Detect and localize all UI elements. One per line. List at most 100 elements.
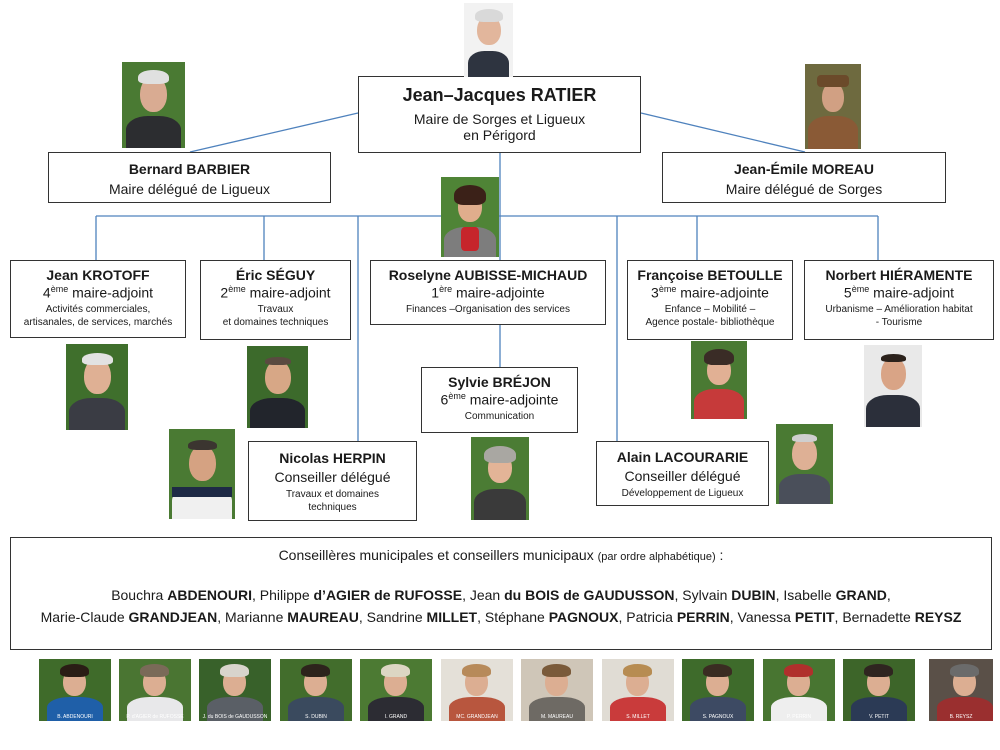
photo-brejon: [471, 437, 529, 520]
adj3-role: 3ème maire-adjointe: [651, 283, 769, 301]
adj1-name: Roselyne AUBISSE-MICHAUD: [388, 267, 588, 283]
council-thumb-caption: P. PERRIN: [786, 714, 812, 720]
photo-seguy: [247, 346, 308, 428]
council-thumb: M. MAUREAU: [521, 659, 593, 721]
adj4-desc: Activités commerciales,artisanales, de s…: [23, 304, 173, 329]
cons-lacourarie-role: Conseiller délégué: [624, 467, 741, 484]
council-thumb-caption: MC. GRANDJEAN: [456, 714, 498, 720]
council-box: Conseillères municipales et conseillers …: [10, 537, 992, 650]
council-thumb: V. PETIT: [843, 659, 915, 721]
adj6-role: 6ème maire-adjointe: [440, 390, 559, 408]
council-member-last: REYSZ: [914, 608, 962, 625]
adj1-desc: Finances –Organisation des services: [406, 304, 570, 316]
photo-aubisse-michaud: [441, 177, 499, 257]
council-member-first: Stéphane: [484, 608, 549, 625]
council-thumb: MC. GRANDJEAN: [441, 659, 513, 721]
mayor-role-line2: en Périgord: [463, 127, 536, 144]
adj6-desc: Communication: [464, 411, 535, 423]
cons-lacourarie-box: Alain LACOURARIE Conseiller délégué Déve…: [596, 441, 769, 506]
photo-moreau: [805, 64, 861, 149]
mayor-name: Jean–Jacques RATIER: [402, 85, 597, 105]
council-member-separator: ,: [477, 608, 485, 625]
council-thumb-caption: V. PETIT: [869, 714, 889, 720]
council-member-separator: ,: [358, 608, 367, 625]
cons-lacourarie-desc: Développement de Ligueux: [621, 487, 744, 499]
council-member-first: Marianne: [225, 608, 288, 625]
council-member-first: Isabelle: [783, 587, 836, 603]
council-thumb-caption: S. DUBIN: [305, 714, 327, 720]
council-members: Bouchra ABDENOURI, Philippe d’AGIER de R…: [11, 585, 991, 628]
photo-krotoff: [66, 344, 128, 430]
council-member-separator: ,: [834, 608, 843, 625]
council-member-separator: ,: [252, 587, 260, 603]
council-thumb: B. ABDENOURI: [39, 659, 111, 721]
photo-lacourarie: [776, 424, 833, 504]
council-member-separator: ,: [618, 608, 627, 625]
cons-herpin-name: Nicolas HERPIN: [279, 450, 386, 466]
photo-barbier: [122, 62, 185, 148]
council-thumb-caption: J. du BOIS de GAUDUSSON: [202, 714, 268, 720]
adj5-desc: Urbanisme – Amélioration habitat- Touris…: [825, 304, 973, 329]
council-member-first: Patricia: [626, 608, 677, 625]
council-member-last: GRANDJEAN: [128, 608, 218, 625]
council-member-first: Bernadette: [842, 608, 915, 625]
cons-herpin-role: Conseiller délégué: [274, 468, 391, 485]
council-title: Conseillères municipales et conseillers …: [278, 547, 724, 563]
council-note: (par ordre alphabétique): [597, 551, 716, 563]
council-thumb-caption: S. PAGNOUX: [702, 714, 734, 720]
council-thumb: I. GRAND: [360, 659, 432, 721]
council-member-last: GRAND: [835, 587, 887, 603]
council-thumb: S. MILLET: [602, 659, 674, 721]
adj2-name: Éric SÉGUY: [235, 267, 316, 283]
council-thumb: B. REYSZ: [929, 659, 993, 721]
council-member-last: PETIT: [794, 608, 835, 625]
council-thumb: S. DUBIN: [280, 659, 352, 721]
council-member-first: Marie-Claude: [40, 608, 129, 625]
council-member-last: DUBIN: [731, 587, 776, 603]
council-member-separator: ,: [729, 608, 738, 625]
adj6-box: Sylvie BRÉJON 6ème maire-adjointe Commun…: [421, 367, 578, 433]
adj6-name: Sylvie BRÉJON: [448, 374, 551, 390]
council-member-last: PERRIN: [676, 608, 730, 625]
mayor-role: Maire de Sorges et Ligueux: [413, 110, 586, 127]
council-members-line1: Bouchra ABDENOURI, Philippe d’AGIER de R…: [17, 585, 985, 607]
adj1-role: 1ère maire-adjointe: [431, 283, 545, 301]
council-thumb-caption: B. ABDENOURI: [57, 714, 93, 720]
photo-herpin: [169, 429, 235, 519]
adj5-box: Norbert HIÉRAMENTE 5ème maire-adjoint Ur…: [804, 260, 994, 340]
cons-lacourarie-name: Alain LACOURARIE: [616, 449, 749, 465]
council-member-last: MAUREAU: [287, 608, 359, 625]
photo-hieramente: [864, 345, 922, 427]
council-member-first: Vanessa: [737, 608, 795, 625]
adj3-box: Françoise BETOULLE 3ème maire-adjointe E…: [627, 260, 793, 340]
deleg-left-name: Bernard BARBIER: [128, 161, 251, 177]
council-members-line2: Marie-Claude GRANDJEAN, Marianne MAUREAU…: [17, 607, 985, 629]
council-member-separator: ,: [462, 587, 470, 603]
council-member-first: Bouchra: [111, 587, 168, 603]
adj4-role: 4ème maire-adjoint: [42, 283, 154, 301]
deleg-left-box: Bernard BARBIER Maire délégué de Ligueux: [48, 152, 331, 203]
council-member-last: du BOIS de GAUDUSSON: [504, 587, 675, 603]
council-thumb: S. PAGNOUX: [682, 659, 754, 721]
council-thumb-caption: I. GRAND: [384, 714, 408, 720]
adj4-name: Jean KROTOFF: [46, 267, 150, 283]
adj3-desc: Enfance – Mobilité –Agence postale- bibl…: [645, 304, 775, 329]
photo-mayor: [464, 3, 513, 77]
adj3-name: Françoise BETOULLE: [637, 267, 783, 283]
council-thumb-caption: P. d'AGIER de RUFOSSE: [126, 714, 184, 720]
council-member-last: ABDENOURI: [167, 587, 253, 603]
council-thumb: P. d'AGIER de RUFOSSE: [119, 659, 191, 721]
council-thumb-caption: S. MILLET: [626, 714, 650, 720]
council-member-last: PAGNOUX: [548, 608, 619, 625]
adj4-box: Jean KROTOFF 4ème maire-adjoint Activité…: [10, 260, 186, 338]
council-member-first: Sandrine: [366, 608, 427, 625]
council-thumb: J. du BOIS de GAUDUSSON: [199, 659, 271, 721]
adj5-name: Norbert HIÉRAMENTE: [825, 267, 973, 283]
mayor-box: Jean–Jacques RATIER Maire de Sorges et L…: [358, 76, 641, 153]
council-thumb-caption: M. MAUREAU: [541, 714, 573, 720]
adj2-role: 2ème maire-adjoint: [220, 283, 331, 301]
council-thumb-caption: B. REYSZ: [949, 714, 973, 720]
